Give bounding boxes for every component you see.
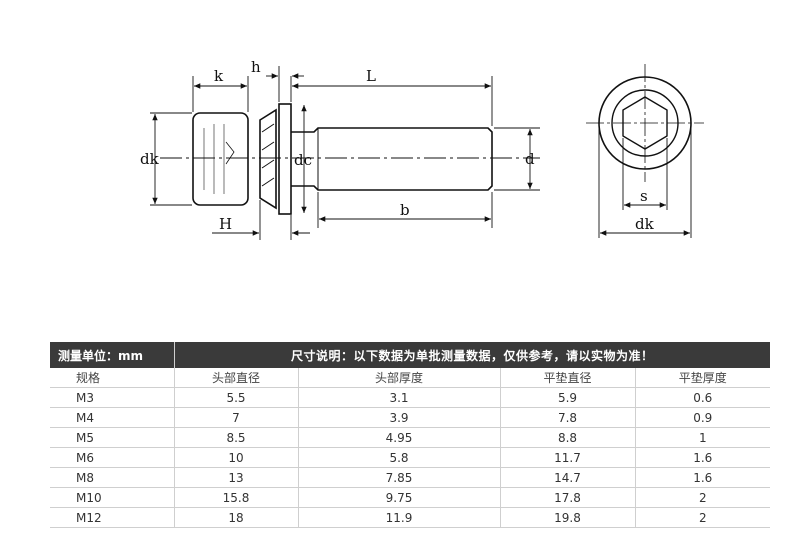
table-cell: 19.8 (500, 507, 636, 528)
table-row: M5 8.5 4.95 8.8 1 (50, 427, 771, 448)
table-cell: 7.85 (298, 467, 501, 488)
column-header: 平垫厚度 (635, 368, 771, 388)
screw-technical-drawing: k h L dk dc d b H s dk (140, 58, 704, 240)
table-cell: M8 (50, 467, 175, 488)
table-cell: 9.75 (298, 487, 501, 508)
table-row: M3 5.5 3.1 5.9 0.6 (50, 387, 771, 408)
screw-side-view (160, 103, 540, 215)
table-cell: 14.7 (500, 467, 636, 488)
table-cell: 8.5 (174, 427, 299, 448)
table-cell: 15.8 (174, 487, 299, 508)
table-cell: 1.6 (635, 447, 771, 468)
screw-end-view (586, 64, 704, 238)
screw-head (192, 112, 249, 206)
measurement-unit: 测量单位：mm (50, 342, 175, 368)
dim-label-s: s (640, 187, 648, 205)
flat-washer (278, 103, 292, 215)
table-cell: 0.9 (635, 407, 771, 428)
table-cell: 17.8 (500, 487, 636, 508)
dim-label-H: H (219, 215, 232, 233)
table-title-row: 测量单位：mm 尺寸说明：以下数据为单批测量数据，仅供参考，请以实物为准！ (50, 342, 771, 368)
table-cell: 8.8 (500, 427, 636, 448)
dim-label-k: k (214, 67, 224, 85)
table-cell: M6 (50, 447, 175, 468)
table-row: M6 10 5.8 11.7 1.6 (50, 447, 771, 468)
table-cell: 3.9 (298, 407, 501, 428)
table-cell: 18 (174, 507, 299, 528)
table-cell: M12 (50, 507, 175, 528)
screw-shank (291, 127, 493, 191)
table-cell: 2 (635, 487, 771, 508)
table-cell: 5.5 (174, 387, 299, 408)
size-note: 尺寸说明：以下数据为单批测量数据，仅供参考，请以实物为准！ (174, 342, 771, 368)
table-cell: 2 (635, 507, 771, 528)
spec-table: 测量单位：mm 尺寸说明：以下数据为单批测量数据，仅供参考，请以实物为准！ 规格… (50, 342, 771, 528)
table-cell: 5.8 (298, 447, 501, 468)
table-cell: 11.7 (500, 447, 636, 468)
table-cell: 3.1 (298, 387, 501, 408)
table-cell: 7.8 (500, 407, 636, 428)
table-cell: M10 (50, 487, 175, 508)
dimension-lines (150, 66, 540, 240)
dim-label-dc: dc (294, 151, 312, 169)
column-header: 头部厚度 (298, 368, 501, 388)
table-cell: 4.95 (298, 427, 501, 448)
table-row: M8 13 7.85 14.7 1.6 (50, 467, 771, 488)
column-header: 规格 (50, 368, 175, 388)
table-cell: M3 (50, 387, 175, 408)
dim-label-L: L (366, 67, 376, 85)
table-cell: 11.9 (298, 507, 501, 528)
table-cell: 1 (635, 427, 771, 448)
table-cell: 13 (174, 467, 299, 488)
table-cell: 5.9 (500, 387, 636, 408)
table-cell: 1.6 (635, 467, 771, 488)
table-row: M10 15.8 9.75 17.8 2 (50, 487, 771, 508)
table-cell: 0.6 (635, 387, 771, 408)
dim-label-h: h (251, 58, 261, 76)
column-header: 头部直径 (174, 368, 299, 388)
table-cell: M5 (50, 427, 175, 448)
table-cell: 7 (174, 407, 299, 428)
table-cell: 10 (174, 447, 299, 468)
dim-label-b: b (400, 201, 410, 219)
column-header-row: 规格 头部直径 头部厚度 平垫直径 平垫厚度 (50, 368, 771, 388)
dim-label-dk-side: dk (140, 150, 160, 168)
dim-label-dk-end: dk (635, 215, 655, 233)
table-cell: M4 (50, 407, 175, 428)
spring-washer (259, 108, 277, 210)
table-row: M12 18 11.9 19.8 2 (50, 507, 771, 528)
dim-label-d: d (525, 150, 535, 168)
table-row: M4 7 3.9 7.8 0.9 (50, 407, 771, 428)
column-header: 平垫直径 (500, 368, 636, 388)
